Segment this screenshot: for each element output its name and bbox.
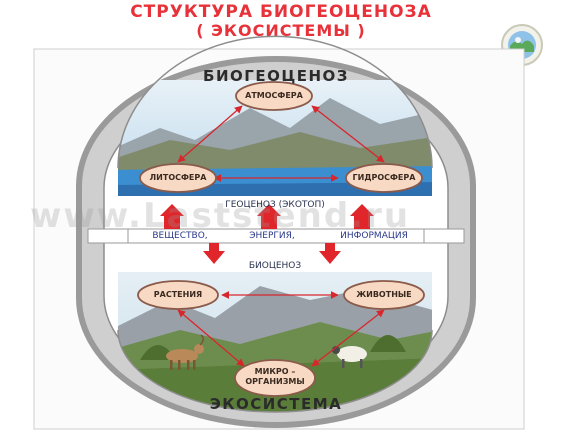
watermark: www.Laststend.ru [30,196,411,236]
ring-bottom-label: ЭКОСИСТЕМА [209,395,343,413]
ring-top-label: БИОГЕОЦЕНОЗ [203,67,349,85]
ecotope-band [118,196,432,214]
hydrosphere-label: ГИДРОСФЕРА [352,173,416,182]
hydrosphere-node [345,163,423,193]
up-arrows [160,204,374,229]
substance-label: ВЕЩЕСТВО, [152,231,208,241]
ecotope-label: ГЕОЦЕНОЗ (ЭКОТОП) [225,200,325,210]
ecotope-links [177,105,385,182]
biocenosis-links [177,291,385,367]
biocenosis-label: БИОЦЕНОЗ [248,261,302,271]
down-arrows [203,243,341,264]
atmosphere-label: АТМОСФЕРА [245,91,303,100]
animals-node [343,280,425,310]
atmosphere-node [235,81,313,111]
biocenosis-band [118,258,432,272]
micro-label: МИКРО – ОРГАНИЗМЫ [245,367,305,386]
micro-node [234,359,316,397]
lithosphere-node [139,163,217,193]
plants-label: РАСТЕНИЯ [153,290,203,299]
animals-label: ЖИВОТНЫЕ [356,290,412,299]
poster-title: СТРУКТУРА БИОГЕОЦЕНОЗА [130,2,432,22]
lithosphere-label: ЛИТОСФЕРА [149,173,207,182]
poster-subtitle: ( ЭКОСИСТЕМЫ ) [196,21,366,40]
plants-node [137,280,219,310]
information-label: ИНФОРМАЦИЯ [340,231,408,241]
energy-label: ЭНЕРГИЯ, [249,231,295,241]
